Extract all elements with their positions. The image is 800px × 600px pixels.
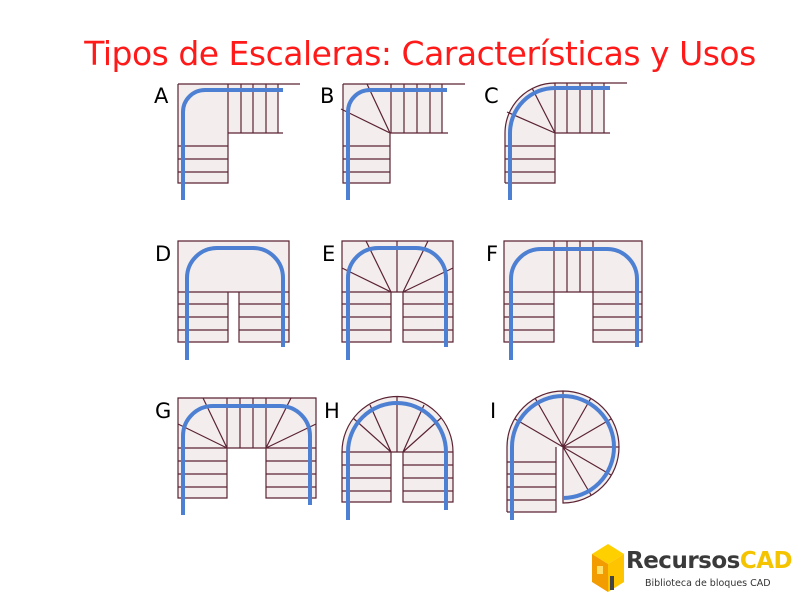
stair-b-l-shaped-winders: B [320,83,465,200]
diagram-label: I [490,399,496,423]
stair-g-u-shaped-winders-wide: G [155,397,317,515]
handrail [346,246,448,360]
stair-h-semicircular: H [324,395,454,520]
handrail [508,86,610,200]
diagram-label: B [320,84,334,108]
recursoscad-logo: RecursosCAD Biblioteca de bloques CAD [588,540,800,596]
stair-a-l-shaped-landing: A [154,83,300,200]
handrail [509,247,639,360]
stair-e-u-shaped-winders: E [322,240,454,360]
logo-name-part1: Recursos [626,548,740,574]
stair-f-u-shaped-straight: F [486,240,643,360]
diagram-label: F [486,242,498,266]
stair-c-l-shaped-curved: C [484,82,627,200]
diagram-label: D [155,242,171,266]
handrail [181,88,283,200]
diagram-label: H [324,399,340,423]
handrail [185,246,285,360]
diagram-label: E [322,242,335,266]
handrail [346,88,447,200]
stair-i-spiral: I [490,390,620,520]
handrail [510,394,616,520]
logo-tagline: Biblioteca de bloques CAD [645,578,771,589]
handrail [181,404,312,515]
stair-d-u-shaped-landing: D [155,240,290,360]
diagram-label: G [155,399,171,423]
handrail [346,401,448,520]
cube-logo-icon [592,544,624,592]
logo-name-part2: CAD [739,548,793,574]
diagram-label: C [484,84,499,108]
page-title: Tipos de Escaleras: Características y Us… [84,34,756,73]
diagram-label: A [154,84,169,108]
